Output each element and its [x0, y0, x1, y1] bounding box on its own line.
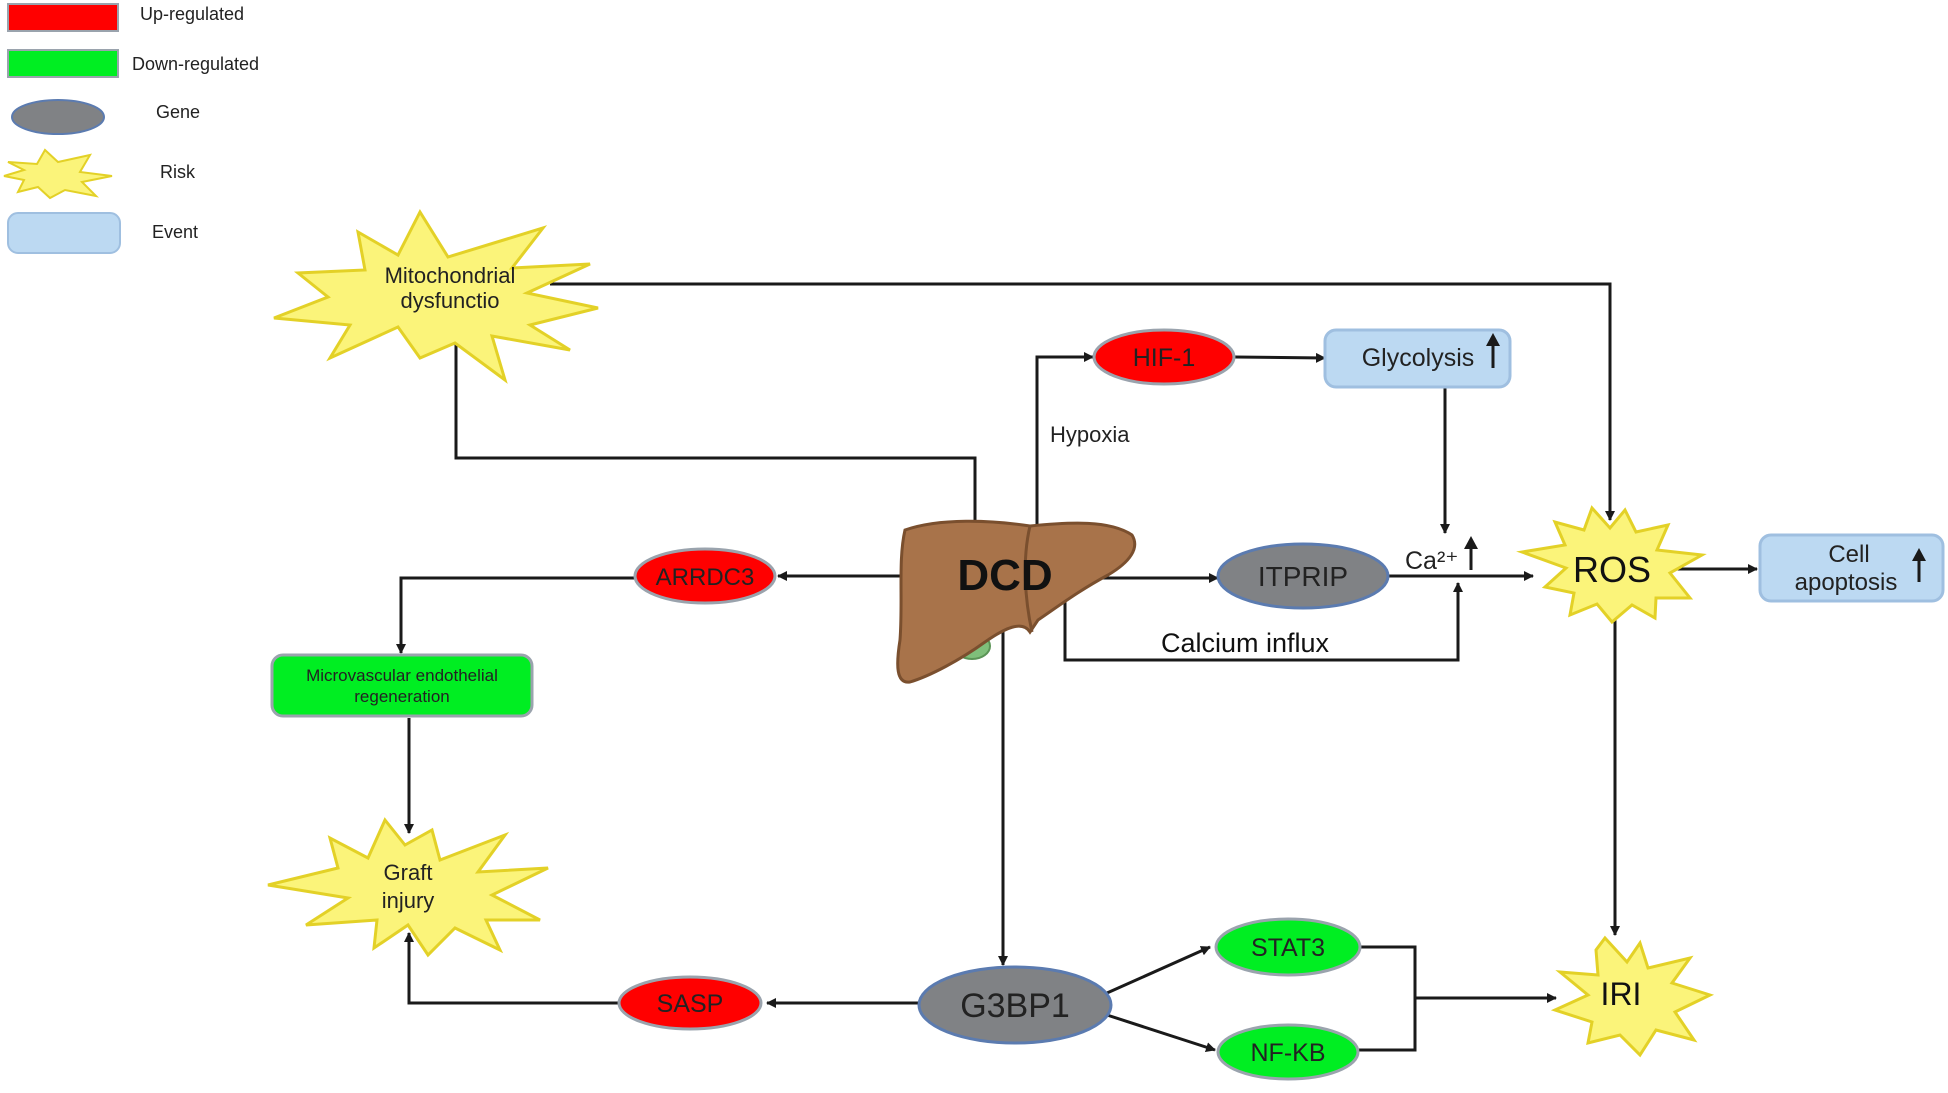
node-label: STAT3 — [1251, 934, 1325, 962]
up-arrow-icon — [1912, 548, 1926, 582]
node-label: Ca²⁺ — [1405, 547, 1458, 575]
node-graft-injury: Graft injury — [267, 817, 549, 958]
node-label: G3BP1 — [960, 987, 1070, 1025]
node-label: ROS — [1573, 549, 1651, 590]
legend-item-up-regulated: Up-regulated — [7, 3, 244, 32]
legend-item-gene: Gene — [11, 99, 200, 135]
event-box — [1323, 328, 1512, 389]
node-dcd: DCD — [896, 519, 1137, 684]
connectors — [396, 282, 1758, 1052]
edge-mitochondrial-to-ros — [550, 282, 1615, 521]
node-microvascular-regeneration: Microvascular endothelial regeneration — [270, 653, 534, 718]
node-label: regeneration — [354, 687, 449, 706]
event-box — [1758, 533, 1945, 603]
legend-label: Risk — [160, 162, 196, 182]
node-arrdc3: ARRDC3 — [633, 547, 777, 605]
node-label: IRI — [1601, 976, 1642, 1012]
node-label: Glycolysis — [1362, 344, 1475, 372]
legend-label: Gene — [156, 102, 200, 122]
legend-item-down-regulated: Down-regulated — [7, 49, 259, 78]
node-sasp: SASP — [617, 975, 763, 1031]
gray-ellipse-icon — [11, 99, 105, 135]
yellow-starburst-icon — [3, 148, 113, 200]
node-label: injury — [382, 888, 435, 913]
red-rectangle-icon — [7, 3, 119, 32]
node-label: HIF-1 — [1133, 344, 1196, 372]
legend: Up-regulated Down-regulated Gene Risk Ev… — [3, 3, 259, 254]
node-label: dysfunctio — [400, 288, 499, 313]
node-label: SASP — [657, 990, 724, 1018]
node-itprip: ITPRIP — [1216, 542, 1390, 610]
up-regulated-ellipse — [633, 547, 777, 605]
edge-dcd-to-hif1 — [1035, 352, 1094, 525]
node-iri: IRI — [1550, 935, 1715, 1058]
blue-rounded-box-icon — [7, 212, 121, 254]
dcd-label: DCD — [957, 551, 1052, 600]
edge-stat3-join — [1358, 945, 1417, 1052]
risk-starburst-shape — [1516, 505, 1707, 625]
up-arrow-icon — [1464, 536, 1478, 570]
node-label: Microvascular endothelial — [306, 666, 498, 685]
node-calcium: Ca²⁺ — [1405, 536, 1478, 575]
node-label: Graft — [384, 860, 433, 885]
edge-g3bp1-to-nfkb — [1106, 1013, 1216, 1052]
up-arrow-icon — [1486, 333, 1500, 368]
node-label: apoptosis — [1795, 569, 1898, 596]
risk-starburst-shape — [267, 817, 549, 958]
node-label: ARRDC3 — [656, 564, 755, 591]
node-g3bp1: G3BP1 — [917, 965, 1113, 1045]
legend-item-risk: Risk — [3, 148, 196, 200]
node-mitochondrial-dysfunction: Mitochondrial dysfunctio — [273, 208, 599, 384]
risk-starburst-shape — [273, 208, 599, 384]
edge-sasp-to-graft — [404, 932, 620, 1005]
legend-label: Down-regulated — [132, 54, 259, 74]
node-ros: ROS — [1516, 505, 1707, 625]
node-label: Mitochondrial — [385, 263, 516, 288]
hypoxia-label: Hypoxia — [1050, 422, 1130, 447]
gene-ellipse — [917, 965, 1113, 1045]
node-label: Cell — [1828, 541, 1869, 568]
down-regulated-box — [270, 653, 534, 718]
up-regulated-ellipse — [617, 975, 763, 1031]
edge-arrdc3-to-microvascular — [396, 576, 638, 654]
node-stat3: STAT3 — [1214, 917, 1362, 977]
down-regulated-ellipse — [1216, 1023, 1360, 1081]
node-cell-apoptosis: Cell apoptosis — [1758, 533, 1945, 603]
down-regulated-ellipse — [1214, 917, 1362, 977]
risk-starburst-shape — [1550, 935, 1715, 1058]
edge-dcd-to-mitochondrial — [451, 300, 977, 525]
green-rectangle-icon — [7, 49, 119, 78]
legend-label: Up-regulated — [140, 4, 244, 24]
node-glycolysis: Glycolysis — [1323, 328, 1512, 389]
liver-icon — [896, 519, 1137, 684]
gene-ellipse — [1216, 542, 1390, 610]
node-label: NF-KB — [1251, 1039, 1326, 1067]
node-hif1: HIF-1 — [1092, 328, 1236, 386]
edge-hif1-to-glycolysis — [1234, 352, 1326, 363]
node-nfkb: NF-KB — [1216, 1023, 1360, 1081]
legend-label: Event — [152, 222, 198, 242]
node-label: ITPRIP — [1258, 561, 1348, 592]
edge-g3bp1-to-stat3 — [1106, 945, 1211, 995]
edge-calcium-influx — [1063, 582, 1463, 662]
calcium-influx-label: Calcium influx — [1161, 628, 1330, 658]
up-regulated-ellipse — [1092, 328, 1236, 386]
legend-item-event: Event — [7, 212, 198, 254]
